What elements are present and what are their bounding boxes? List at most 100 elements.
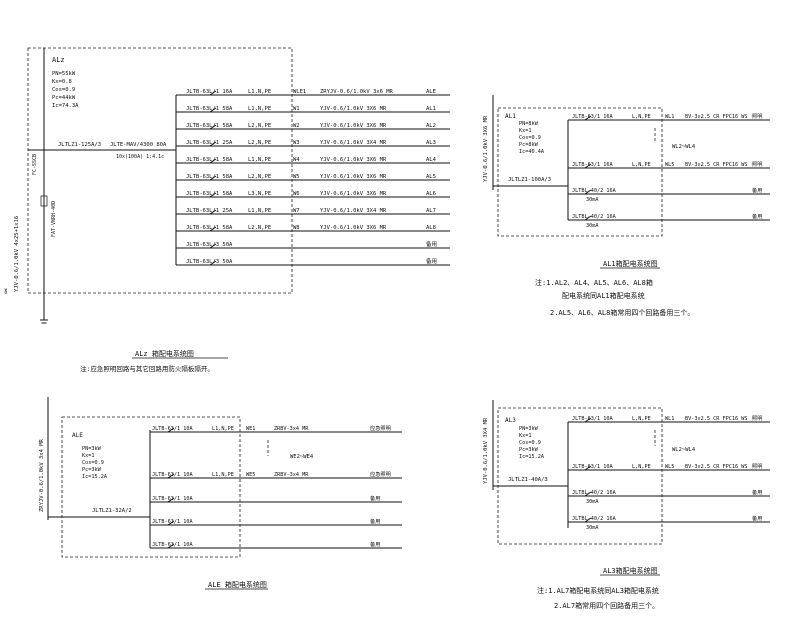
circuit-phase: L1,N,PE: [248, 106, 271, 112]
al3-param: PN=3kW: [519, 426, 539, 432]
al3-box-outline: [497, 407, 663, 545]
alz-param: Cos=0.9: [52, 87, 75, 93]
stray-mark: ɣ: [4, 287, 8, 294]
al3-params: PN=3kW Kx=1 Cos=0.9 Pc=3kW Ic=15.2A: [519, 426, 545, 460]
circuit-phase: L2,N,PE: [248, 140, 271, 146]
circuit-id: WE1: [246, 426, 255, 432]
circuit-destination: AL1: [426, 106, 436, 112]
al1-param: Cos=0.9: [519, 135, 541, 141]
circuit-breaker: JLTB-63L/3 50A: [186, 242, 233, 248]
breaker-symbol: [584, 189, 592, 195]
circuit-breaker: JLTBL-40/2 16A: [572, 188, 617, 194]
circuit-breaker: JLTBL-40/2 16A: [572, 214, 617, 220]
circuit-destination: 照明: [752, 113, 762, 120]
circuit-destination: ALE: [426, 89, 436, 95]
circuit-cable: ZRBV-3x4 MR: [274, 426, 309, 432]
breaker-symbol: [584, 215, 592, 221]
circuit-destination: 备用: [752, 186, 762, 194]
circuit-cable: BV-3x2.5 CR FPC16 WS: [685, 114, 747, 120]
circuit-breaker: JLTB-63/1 10A: [152, 426, 193, 432]
al3-mid-label: WL2~WL4: [672, 447, 696, 453]
circuit-cable: YJV-0.6/1.0kV 3X6 MR: [320, 191, 387, 197]
circuit-phase: L,N,PE: [632, 162, 651, 168]
al3-param: Cos=0.9: [519, 440, 541, 446]
circuit-phase: L1,N,PE: [212, 426, 234, 432]
alz-params: PN=55kW Kx=0.8 Cos=0.9 Pc=44kW Ic=74.3A: [52, 71, 79, 109]
circuit-id: W6: [293, 191, 300, 197]
alz-box-outline: [27, 47, 293, 294]
alz-param: Pc=44kW: [52, 95, 76, 101]
circuit-destination: AL8: [426, 225, 436, 231]
circuit-breaker: JLTB-63/1 10A: [152, 496, 193, 502]
circuit-phase: L2,N,PE: [248, 225, 271, 231]
breaker-symbol: [167, 520, 175, 526]
al3-title: AL3箱配电系统图: [603, 566, 658, 575]
circuit-cable: BV-3x2.5 CR FPC16 WS: [685, 162, 747, 168]
circuit-cable: YJV-0.6/1.0kV 3X6 MR: [320, 123, 387, 129]
circuit-phase: L,N,PE: [632, 114, 651, 120]
ale-vertical-cable: ZRYJV-0.6/1.0kV 3x4 MR: [39, 438, 45, 512]
al3-panel: AL3 PN=3kW Kx=1 Cos=0.9 Pc=3kW Ic=15.2A …: [483, 400, 770, 610]
breaker-symbol: [584, 115, 592, 121]
breaker-symbol: [584, 163, 592, 169]
al3-param: Ic=15.2A: [519, 454, 545, 460]
al3-main-breaker: JLTLZ1-40A/3: [508, 477, 548, 483]
circuit-id: WL1: [665, 416, 674, 422]
breaker-symbol: [209, 243, 217, 249]
circuit-phase: L1,N,PE: [212, 472, 234, 478]
alz-meter-breaker: JLTE-MAV/4300 80A: [110, 142, 167, 148]
al3-vertical-cable: YJV-0.6/1.0kV 3X4 MR: [483, 417, 489, 484]
breaker-symbol: [167, 497, 175, 503]
breaker-symbol: [584, 417, 592, 423]
spd-symbol: [40, 195, 48, 207]
ale-box-name: ALE: [72, 432, 83, 439]
circuit-id: W5: [293, 174, 300, 180]
circuit-cable: YJV-0.6/1.0kV 3X6 MR: [320, 174, 387, 180]
circuit-phase: L1,N,PE: [248, 89, 271, 95]
circuit-cable: BV-3x2.5 CR FPC16 WS: [685, 464, 747, 470]
circuit-phase: L,N,PE: [632, 464, 651, 470]
breaker-symbol: [209, 141, 217, 147]
breaker-symbol: [209, 192, 217, 198]
circuit-destination: 应急照明: [370, 470, 391, 478]
circuit-rcd: 30mA: [586, 499, 599, 505]
circuit-breaker: JLTB-63/1 16A: [572, 162, 613, 168]
circuit-destination: AL3: [426, 140, 436, 146]
circuit-rcd: 30mA: [586, 223, 599, 229]
al1-vertical-cable: YJV-0.6/1.0kV 3X6 MR: [483, 115, 489, 182]
circuit-cable: ZRBV-3x4 MR: [274, 472, 309, 478]
circuit-destination: AL4: [426, 157, 437, 163]
breaker-symbol: [209, 107, 217, 113]
al3-box-name: AL3: [505, 417, 516, 424]
circuit-cable: YJV-0.6/1.0kV 3X4 MR: [320, 140, 387, 146]
ale-panel: ALE PN=3kW Kx=1 Cos=0.9 Pc=3kW Ic=15.2A …: [39, 397, 402, 590]
circuit-breaker: JLTB-63L/1 25A: [186, 140, 233, 146]
al1-note: 注:1.AL2、AL4、AL5、AL6、AL8箱: [535, 278, 653, 287]
ale-params: PN=3kW Kx=1 Cos=0.9 Pc=3kW Ic=15.2A: [82, 446, 108, 480]
breaker-symbol: [209, 158, 217, 164]
circuit-breaker: JLTBL-40/2 16A: [572, 516, 617, 522]
alz-box-name: ALz: [52, 56, 65, 64]
breaker-symbol: [209, 226, 217, 232]
circuit-rcd: 30mA: [586, 197, 599, 203]
ale-param: PN=3kW: [82, 446, 102, 452]
al1-panel: AL1 PN=8kW Kx=1 Cos=0.9 Pc=8kW Ic=40.4A …: [483, 95, 770, 317]
alz-note: 注:应急照明回路与其它回路用防火隔板隔开。: [80, 364, 214, 373]
circuit-breaker: JLTB-63/1 10A: [572, 464, 613, 470]
alz-title: ALz 箱配电系统图: [135, 349, 194, 358]
circuit-destination: 备用: [370, 494, 380, 502]
al1-param: Pc=8kW: [519, 142, 539, 148]
circuit-destination: AL2: [426, 123, 436, 129]
alz-meter-note: 10x(100A) 1:4.1c: [116, 154, 164, 160]
al1-title: AL1箱配电系统图: [603, 259, 658, 268]
circuit-destination: 备用: [370, 517, 380, 525]
breaker-symbol: [584, 517, 592, 523]
circuit-destination: 照明: [752, 161, 762, 168]
circuit-id: W3: [293, 140, 300, 146]
circuit-id: WLE1: [293, 89, 306, 95]
circuit-id: W8: [293, 225, 300, 231]
circuit-phase: L1,N,PE: [248, 157, 271, 163]
circuit-destination: 备用: [370, 540, 380, 548]
